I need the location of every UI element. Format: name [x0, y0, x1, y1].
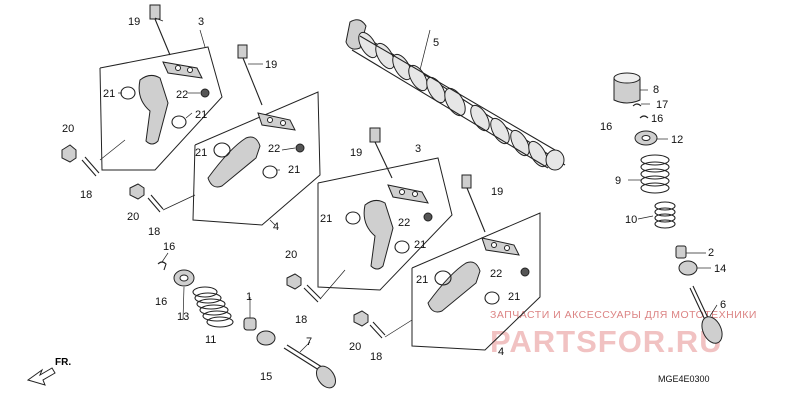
callout-22: 22 — [268, 143, 280, 155]
rocker-box-3-middle — [317, 127, 453, 291]
callout-21: 21 — [508, 291, 520, 303]
callout-19: 19 — [128, 16, 140, 28]
watermark-tagline: ЗАПЧАСТИ И АКСЕССУАРЫ ДЛЯ МОТОТЕХНИКИ — [490, 309, 757, 321]
adjuster-left-upper — [61, 139, 126, 177]
callout-6: 6 — [720, 299, 726, 311]
front-direction-arrow: FR. — [26, 357, 71, 386]
callout-16: 16 — [651, 113, 663, 125]
callout-20: 20 — [62, 123, 74, 135]
callout-11: 11 — [205, 334, 216, 346]
callout-20: 20 — [285, 249, 297, 261]
callout-16: 16 — [163, 241, 175, 253]
callout-10: 10 — [625, 214, 637, 226]
adjuster-left-lower — [129, 183, 196, 213]
callout-18: 18 — [148, 226, 160, 238]
callout-7: 7 — [306, 336, 312, 348]
front-direction-label: FR. — [55, 357, 71, 368]
callout-21: 21 — [320, 213, 332, 225]
watermark-logo: PARTSFOR.RU — [490, 324, 723, 359]
callout-18: 18 — [370, 351, 382, 363]
callout-21: 21 — [103, 88, 115, 100]
rocker-box-4-upper — [192, 44, 321, 226]
callout-numbers: 19 3 21 22 21 20 18 19 21 22 21 4 20 18 … — [62, 16, 726, 383]
callout-18: 18 — [80, 189, 92, 201]
callout-18: 18 — [295, 314, 307, 326]
valve-stack-left — [157, 261, 337, 389]
callout-21: 21 — [414, 239, 426, 251]
callout-15: 15 — [260, 371, 272, 383]
callout-20: 20 — [127, 211, 139, 223]
callout-1: 1 — [246, 291, 252, 303]
callout-21: 21 — [195, 147, 207, 159]
callout-19: 19 — [491, 186, 503, 198]
callout-21: 21 — [195, 109, 207, 121]
callout-17: 17 — [656, 99, 668, 111]
callout-19: 19 — [265, 59, 277, 71]
callout-3: 3 — [198, 16, 204, 28]
callout-19: 19 — [350, 147, 362, 159]
callout-21: 21 — [416, 274, 428, 286]
rocker-box-4-lower — [411, 174, 541, 351]
callout-16: 16 — [600, 121, 612, 133]
callout-2: 2 — [708, 247, 714, 259]
callout-22: 22 — [490, 268, 502, 280]
callout-20: 20 — [349, 341, 361, 353]
callout-22: 22 — [176, 89, 188, 101]
callout-14: 14 — [714, 263, 726, 275]
diagram-code: MGE4E0300 — [658, 374, 710, 384]
callout-21: 21 — [288, 164, 300, 176]
callout-5: 5 — [433, 37, 439, 49]
camshaft — [345, 19, 566, 171]
valve-stack-right — [613, 72, 723, 344]
callout-8: 8 — [653, 84, 659, 96]
callout-9: 9 — [615, 175, 621, 187]
adjuster-middle-upper — [286, 269, 346, 303]
callout-22: 22 — [398, 217, 410, 229]
callout-12: 12 — [671, 134, 683, 146]
callout-3: 3 — [415, 143, 421, 155]
callout-4: 4 — [498, 346, 504, 358]
callout-13: 13 — [177, 311, 189, 323]
adjuster-middle-lower — [353, 310, 413, 339]
callout-4: 4 — [273, 221, 279, 233]
leader-lines — [118, 17, 718, 353]
callout-16: 16 — [155, 296, 167, 308]
rocker-box-3-upper — [99, 4, 223, 171]
